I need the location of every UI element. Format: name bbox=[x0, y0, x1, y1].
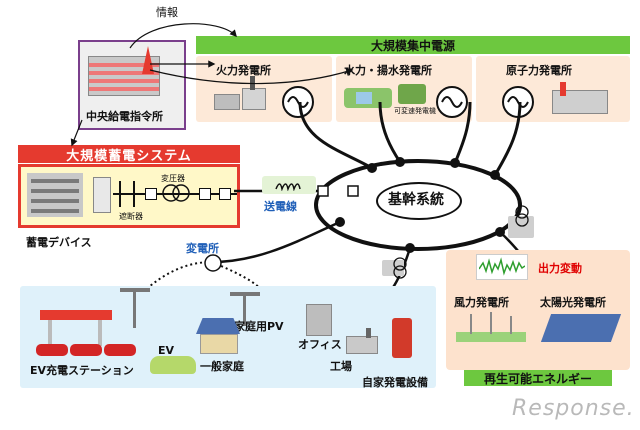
substation-transformer-icon bbox=[204, 254, 222, 272]
nuclear-plant-icon bbox=[546, 82, 616, 116]
ev-station-icon bbox=[36, 310, 136, 358]
converter-cabinet-icon bbox=[93, 177, 111, 213]
thermal-plant-label: 火力発電所 bbox=[216, 64, 271, 77]
transformer-label: 変圧器 bbox=[161, 174, 185, 183]
storage-system-title: 大規模蓄電システム bbox=[66, 148, 192, 164]
factory-icon bbox=[346, 328, 378, 354]
breaker-icon bbox=[219, 188, 231, 200]
storage-system-panel: 遮断器 変圧器 bbox=[18, 164, 240, 228]
waveform-icon bbox=[479, 257, 525, 276]
home-label: 一般家庭 bbox=[200, 360, 244, 373]
generator-icon bbox=[436, 86, 468, 118]
generator-icon bbox=[502, 86, 534, 118]
solar-panel-icon bbox=[540, 314, 622, 342]
storage-bus-line bbox=[113, 193, 237, 195]
wind-turbine-icon bbox=[456, 312, 526, 342]
hydro-dam-icon bbox=[398, 84, 426, 104]
transmission-coil-box bbox=[262, 176, 316, 194]
hydro-sub-label: 可変速発電機 bbox=[394, 107, 436, 115]
wind-plant-label: 風力発電所 bbox=[454, 296, 509, 309]
central-source-banner: 大規模集中電源 bbox=[196, 36, 630, 54]
breaker-icon bbox=[199, 188, 211, 200]
renewable-title: 再生可能エネルギー bbox=[483, 371, 592, 386]
transformer-icon bbox=[162, 184, 190, 202]
breaker-label: 遮断器 bbox=[119, 212, 143, 221]
core-grid-label: 基幹系統 bbox=[388, 192, 444, 208]
solar-plant-label: 太陽光発電所 bbox=[540, 296, 606, 309]
control-center-panel: 中央給電指令所 bbox=[78, 40, 186, 130]
control-center-label: 中央給電指令所 bbox=[86, 110, 163, 123]
transformer-icon bbox=[515, 205, 529, 227]
breaker-icon bbox=[145, 188, 157, 200]
transformer-icon bbox=[393, 257, 407, 279]
info-label: 情報 bbox=[156, 6, 178, 19]
transmission-line-label: 送電線 bbox=[264, 200, 297, 213]
output-fluctuation-label: 出力変動 bbox=[538, 262, 582, 275]
nuclear-plant-box: 原子力発電所 bbox=[476, 56, 630, 122]
generator-icon bbox=[282, 86, 314, 118]
coil-icon bbox=[275, 183, 301, 191]
ev-station-label: EV充電ステーション bbox=[30, 364, 134, 377]
nuclear-plant-label: 原子力発電所 bbox=[506, 64, 572, 77]
core-grid-ellipse bbox=[376, 182, 462, 220]
battery-rack-icon bbox=[27, 173, 83, 217]
ev-car-icon bbox=[150, 356, 196, 374]
office-label: オフィス bbox=[298, 338, 342, 351]
self-gen-label: 自家発電設備 bbox=[362, 376, 428, 389]
office-building-icon bbox=[306, 304, 332, 336]
renewable-banner: 再生可能エネルギー bbox=[464, 370, 612, 386]
substation-label: 変電所 bbox=[186, 242, 219, 255]
house-icon bbox=[196, 318, 240, 354]
self-generator-icon bbox=[392, 318, 412, 358]
ev-label: EV bbox=[158, 344, 175, 357]
thermal-plant-icon bbox=[210, 76, 270, 110]
factory-label: 工場 bbox=[330, 360, 352, 373]
hydro-plant-box: 水力・揚水発電所 可変速発電機 bbox=[336, 56, 472, 122]
storage-system-banner: 大規模蓄電システム bbox=[18, 145, 240, 164]
separator-box bbox=[382, 260, 404, 276]
response-watermark: Response. bbox=[512, 396, 635, 421]
central-source-title: 大規模集中電源 bbox=[370, 38, 455, 53]
home-pv-label: 家庭用PV bbox=[234, 320, 284, 333]
output-fluctuation-graph bbox=[476, 254, 528, 280]
renewable-panel: 出力変動 風力発電所 太陽光発電所 bbox=[446, 250, 630, 370]
storage-device-label: 蓄電デバイス bbox=[26, 236, 92, 249]
thermal-plant-box: 火力発電所 bbox=[196, 56, 332, 122]
hydro-plant-label: 水力・揚水発電所 bbox=[344, 64, 432, 77]
